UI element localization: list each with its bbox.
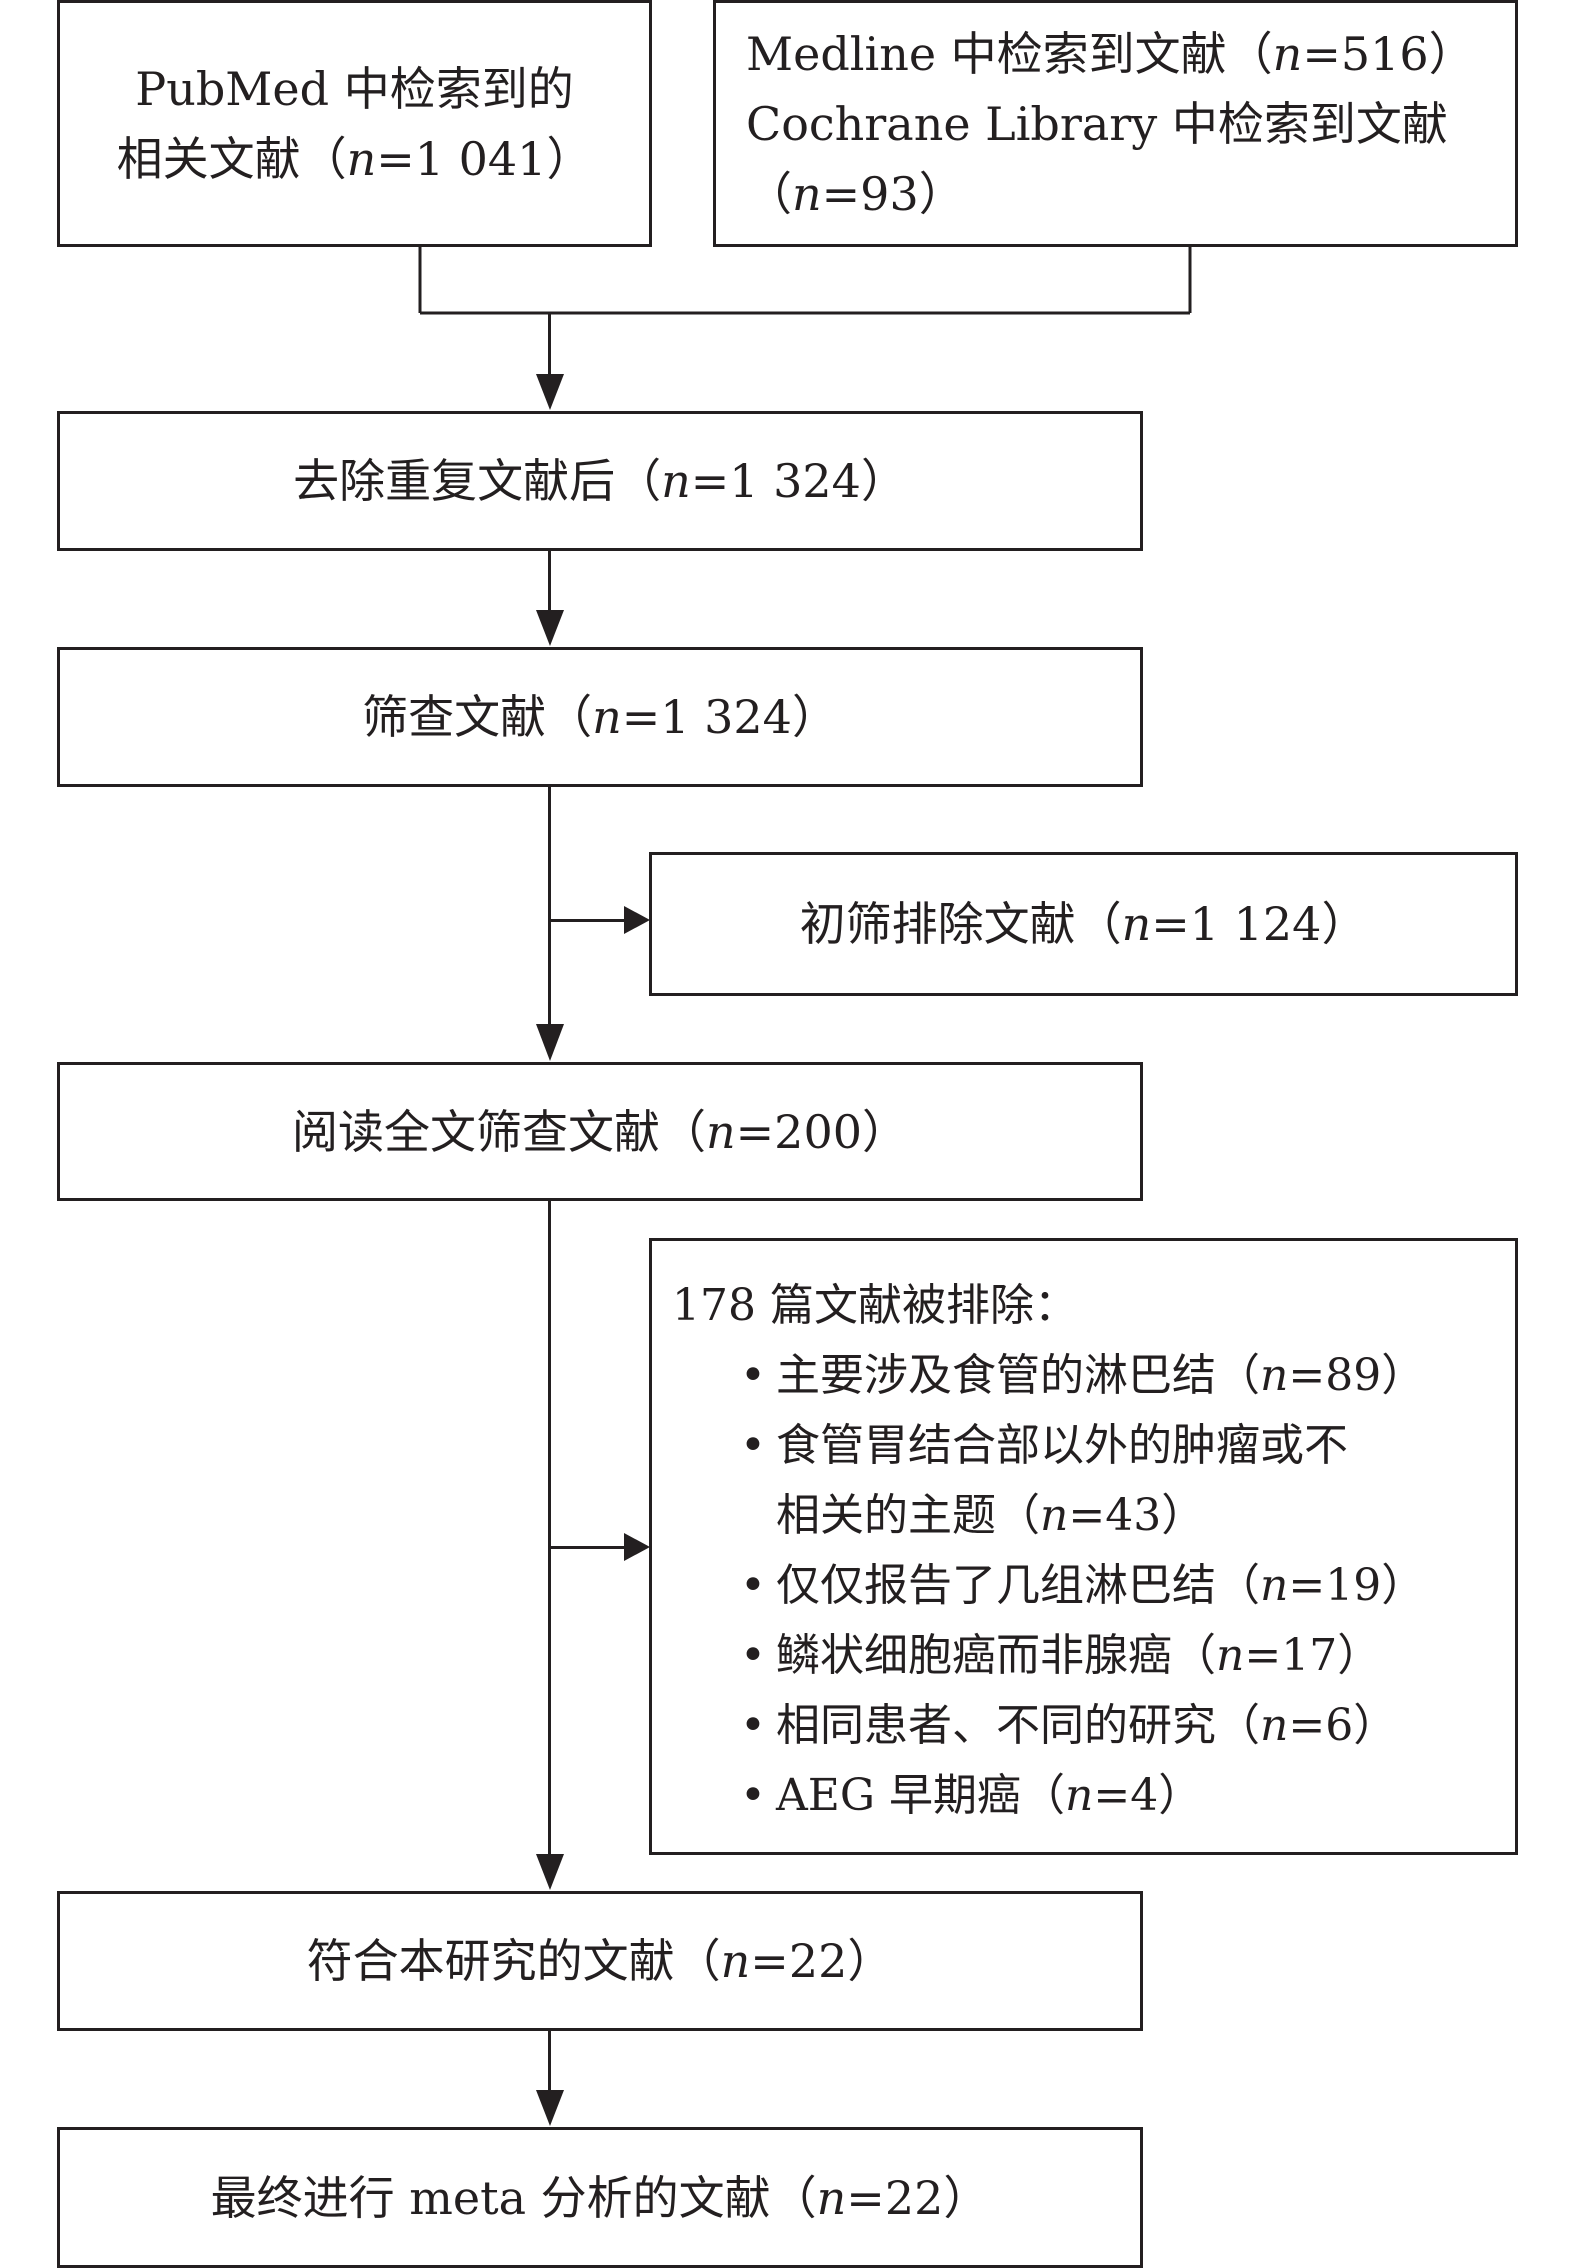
included-box: 符合本研究的文献（n=22） [57, 1891, 1143, 2031]
arrow-side-initial [550, 919, 626, 922]
cochrane-count-line: （n=93） [746, 159, 1515, 229]
pubmed-label: 相关文献（ [116, 131, 347, 186]
arrowhead-included-meta [536, 2090, 564, 2126]
paren-close: ） [1381, 1350, 1426, 1401]
initial-exclusion-label: 初筛排除文献（ [799, 897, 1122, 951]
arrowhead-screened-fulltext [536, 1024, 564, 1061]
n-symbol: n [792, 167, 822, 221]
reason-count: =6 [1288, 1700, 1354, 1751]
medline-line: Medline 中检索到文献（n=516） [746, 19, 1515, 89]
paren-close: ） [861, 1104, 908, 1159]
n-symbol: n [661, 454, 691, 508]
paren-close: ） [791, 690, 838, 744]
fulltext-box: 阅读全文筛查文献（n=200） [57, 1062, 1143, 1201]
exclusion-reason: 相同患者、不同的研究（n=6） [672, 1691, 1515, 1761]
arrowhead-side-fulltext [624, 1533, 650, 1561]
arrowhead-fulltext-included [536, 1854, 564, 1890]
n-symbol: n [706, 1104, 736, 1159]
reason-text: 食管胃结合部以外的肿瘤或不 [776, 1420, 1348, 1471]
exclusion-reason: AEG 早期癌（n=4） [672, 1761, 1515, 1831]
exclusion-reason: 主要涉及食管的淋巴结（n=89） [672, 1341, 1515, 1411]
meta-analysis-box: 最终进行 meta 分析的文献（n=22） [57, 2127, 1143, 2268]
arrow-included-meta [548, 2030, 551, 2092]
reason-text: 鳞状细胞癌而非腺癌（ [776, 1630, 1216, 1681]
paren-close: ） [1381, 1560, 1426, 1611]
arrow-dedup-screened [548, 550, 551, 612]
n-symbol: n [346, 131, 377, 186]
paren-close: ） [1321, 897, 1368, 951]
reason-count: =43 [1068, 1490, 1162, 1541]
n-symbol: n [720, 1934, 751, 1988]
paren-open: （ [746, 167, 792, 221]
paren-close: ） [1353, 1700, 1398, 1751]
paren-close: ） [1158, 1770, 1203, 1821]
medline-label: Medline 中检索到文献（ [746, 27, 1273, 81]
n-symbol: n [1040, 1490, 1069, 1541]
fulltext-count: =200 [735, 1104, 862, 1159]
exclusion-reason: 鳞状细胞癌而非腺癌（n=17） [672, 1621, 1515, 1691]
dedup-box: 去除重复文献后（n=1 324） [57, 411, 1143, 551]
included-label: 符合本研究的文献（ [306, 1934, 721, 1988]
reason-count: =17 [1244, 1630, 1338, 1681]
cochrane-count: =93 [821, 167, 919, 221]
arrow-fulltext-included [548, 1200, 551, 1856]
n-symbol: n [1216, 1630, 1245, 1681]
arrowhead-dedup-screened [536, 610, 564, 646]
paren-close: ） [918, 167, 965, 221]
medline-count: =516 [1302, 27, 1429, 81]
n-symbol: n [1260, 1560, 1289, 1611]
paren-close: ） [847, 1934, 894, 1988]
meta-count: =22 [846, 2170, 944, 2225]
reason-text: AEG 早期癌（ [776, 1770, 1066, 1821]
pubmed-line1: PubMed 中检索到的 [135, 61, 574, 116]
screened-label: 筛查文献（ [362, 690, 593, 744]
initial-exclusion-count: =1 124 [1151, 897, 1322, 951]
reason-text: 相同患者、不同的研究（ [776, 1700, 1260, 1751]
reason-count: =89 [1288, 1350, 1382, 1401]
dedup-label: 去除重复文献后（ [293, 454, 662, 508]
reason-second-line: 相关的主题（n=43） [776, 1481, 1515, 1551]
arrow-merge-dedup [548, 313, 551, 375]
arrowhead-side-initial [624, 906, 650, 934]
meta-label: 最终进行 meta 分析的文献（ [210, 2170, 817, 2225]
reason-text: 主要涉及食管的淋巴结（ [776, 1350, 1260, 1401]
included-count: =22 [750, 1934, 848, 1988]
fulltext-exclusion-box: 178 篇文献被排除： 主要涉及食管的淋巴结（n=89）食管胃结合部以外的肿瘤或… [649, 1238, 1518, 1855]
n-symbol: n [1272, 27, 1303, 81]
screened-box: 筛查文献（n=1 324） [57, 647, 1143, 787]
exclusion-heading: 178 篇文献被排除： [672, 1280, 1078, 1331]
reason-count: =4 [1093, 1770, 1159, 1821]
other-databases-box: Medline 中检索到文献（n=516） Cochrane Library 中… [713, 0, 1518, 247]
pubmed-line2: 相关文献（n=1 041） [117, 124, 593, 194]
n-symbol: n [816, 2170, 847, 2225]
arrow-screened-fulltext [548, 786, 551, 1026]
reason-text: 仅仅报告了几组淋巴结（ [776, 1560, 1260, 1611]
paren-close: ） [546, 131, 593, 186]
paren-close: ） [1428, 27, 1475, 81]
cochrane-line: Cochrane Library 中检索到文献 [746, 97, 1448, 151]
n-symbol: n [1260, 1700, 1289, 1751]
pubmed-records-box: PubMed 中检索到的 相关文献（n=1 041） [57, 0, 652, 247]
reason-text-cont: 相关的主题（ [776, 1490, 1040, 1541]
n-symbol: n [592, 690, 622, 744]
exclusion-reason: 仅仅报告了几组淋巴结（n=19） [672, 1551, 1515, 1621]
n-symbol: n [1065, 1770, 1094, 1821]
fulltext-label: 阅读全文筛查文献（ [292, 1104, 706, 1159]
screened-count: =1 324 [621, 690, 792, 744]
arrow-side-fulltext [550, 1546, 626, 1549]
n-symbol: n [1121, 897, 1152, 951]
paren-close: ） [943, 2170, 990, 2225]
pubmed-count: =1 041 [376, 131, 547, 186]
paren-close: ） [1337, 1630, 1382, 1681]
exclusion-reason-list: 主要涉及食管的淋巴结（n=89）食管胃结合部以外的肿瘤或不相关的主题（n=43）… [672, 1341, 1515, 1831]
arrowhead-merge-dedup [536, 374, 564, 410]
paren-close: ） [1161, 1490, 1206, 1541]
dedup-count: =1 324 [690, 454, 861, 508]
initial-exclusion-box: 初筛排除文献（n=1 124） [649, 852, 1518, 996]
n-symbol: n [1260, 1350, 1289, 1401]
reason-count: =19 [1288, 1560, 1382, 1611]
paren-close: ） [860, 454, 907, 508]
